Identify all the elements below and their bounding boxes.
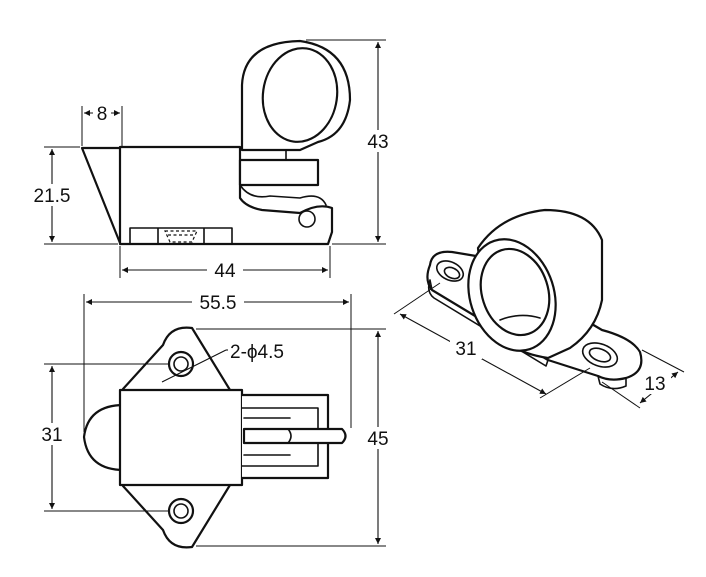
plan-view — [82, 326, 347, 549]
iso-hole-left-inner — [443, 266, 461, 280]
side-view-pivot-hole — [298, 210, 316, 228]
side-view-hidden-pocket — [164, 230, 198, 243]
iso-base-thickness — [427, 279, 627, 390]
dim-hole-callout: 2-ϕ4.5 — [230, 342, 284, 363]
side-view-lever-step — [239, 149, 327, 206]
plan-view-tongue-nose — [82, 403, 126, 472]
plan-view-hole-top-inner — [173, 356, 189, 372]
iso-hole-right — [581, 342, 619, 368]
isometric-view — [426, 208, 643, 390]
side-view-dimensions: 8 21.5 44 43 — [24, 39, 394, 282]
dim-side-height: 21.5 — [34, 186, 71, 207]
plan-view-lever — [242, 427, 347, 445]
side-view-base-slot — [129, 227, 233, 245]
dim-tongue-length: 8 — [97, 104, 108, 125]
plan-view-hole-bottom — [167, 497, 195, 525]
plan-view-dimensions: 55.5 2-ϕ4.5 31 45 — [36, 291, 394, 547]
side-view-ring-opening — [261, 47, 339, 143]
dim-overall-width: 45 — [367, 429, 388, 450]
dim-mount-width: 31 — [41, 425, 62, 446]
iso-hole-right-inner — [588, 347, 612, 363]
plan-view-body — [118, 388, 244, 487]
dim-iso-length: 31 — [455, 339, 476, 360]
dim-iso-width: 13 — [644, 374, 665, 395]
plan-view-hole-bottom-inner — [173, 503, 189, 519]
isometric-dimensions: 31 13 — [393, 282, 685, 409]
dim-overall-height: 43 — [367, 132, 388, 153]
side-view-tongue — [80, 146, 124, 245]
iso-hole-left — [435, 260, 465, 282]
side-view — [80, 39, 352, 246]
dim-overall-length: 55.5 — [200, 293, 237, 314]
dim-base-length: 44 — [214, 261, 236, 282]
plan-view-lever-edge — [243, 417, 292, 456]
side-view-body — [118, 145, 334, 246]
side-view-lever — [238, 158, 320, 187]
